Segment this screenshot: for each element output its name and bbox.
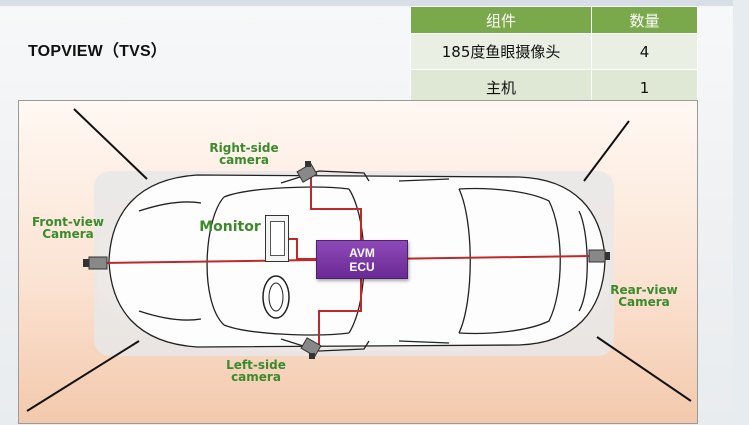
rear-camera-label: Rear-view Camera — [610, 283, 678, 309]
topview-diagram: AVM ECU Front-view Camera Rear-view Came… — [18, 100, 698, 424]
left-camera-label: Left-side camera — [226, 358, 286, 384]
table-row: 主机 1 — [409, 69, 698, 106]
right-camera-icon — [296, 161, 318, 183]
monitor-label: Monitor — [199, 219, 261, 235]
table-header-row: 组件 数量 — [409, 6, 698, 34]
rear-camera-icon — [588, 249, 610, 263]
steering-wheel — [262, 275, 290, 319]
cell-component: 主机 — [409, 69, 593, 106]
header-component: 组件 — [409, 6, 593, 34]
cell-quantity: 4 — [591, 33, 698, 70]
monitor-icon — [265, 215, 289, 262]
right-camera-label: Right-side camera — [209, 141, 279, 167]
table-row: 185度鱼眼摄像头 4 — [409, 33, 698, 70]
ecu-line-1: AVM — [349, 245, 375, 260]
front-camera-icon — [83, 256, 108, 270]
view-boundary-lines — [26, 108, 692, 412]
top-strip — [0, 0, 749, 6]
front-camera-label: Front-view Camera — [31, 215, 104, 241]
right-edge-bar — [733, 0, 749, 425]
left-camera-icon — [300, 337, 322, 359]
cell-quantity: 1 — [591, 69, 698, 106]
cell-component: 185度鱼眼摄像头 — [409, 33, 593, 70]
header-quantity: 数量 — [591, 6, 698, 34]
ecu-line-2: ECU — [349, 259, 375, 274]
slide-title: TOPVIEW（TVS） — [28, 43, 168, 60]
avm-ecu-box: AVM ECU — [316, 240, 408, 279]
